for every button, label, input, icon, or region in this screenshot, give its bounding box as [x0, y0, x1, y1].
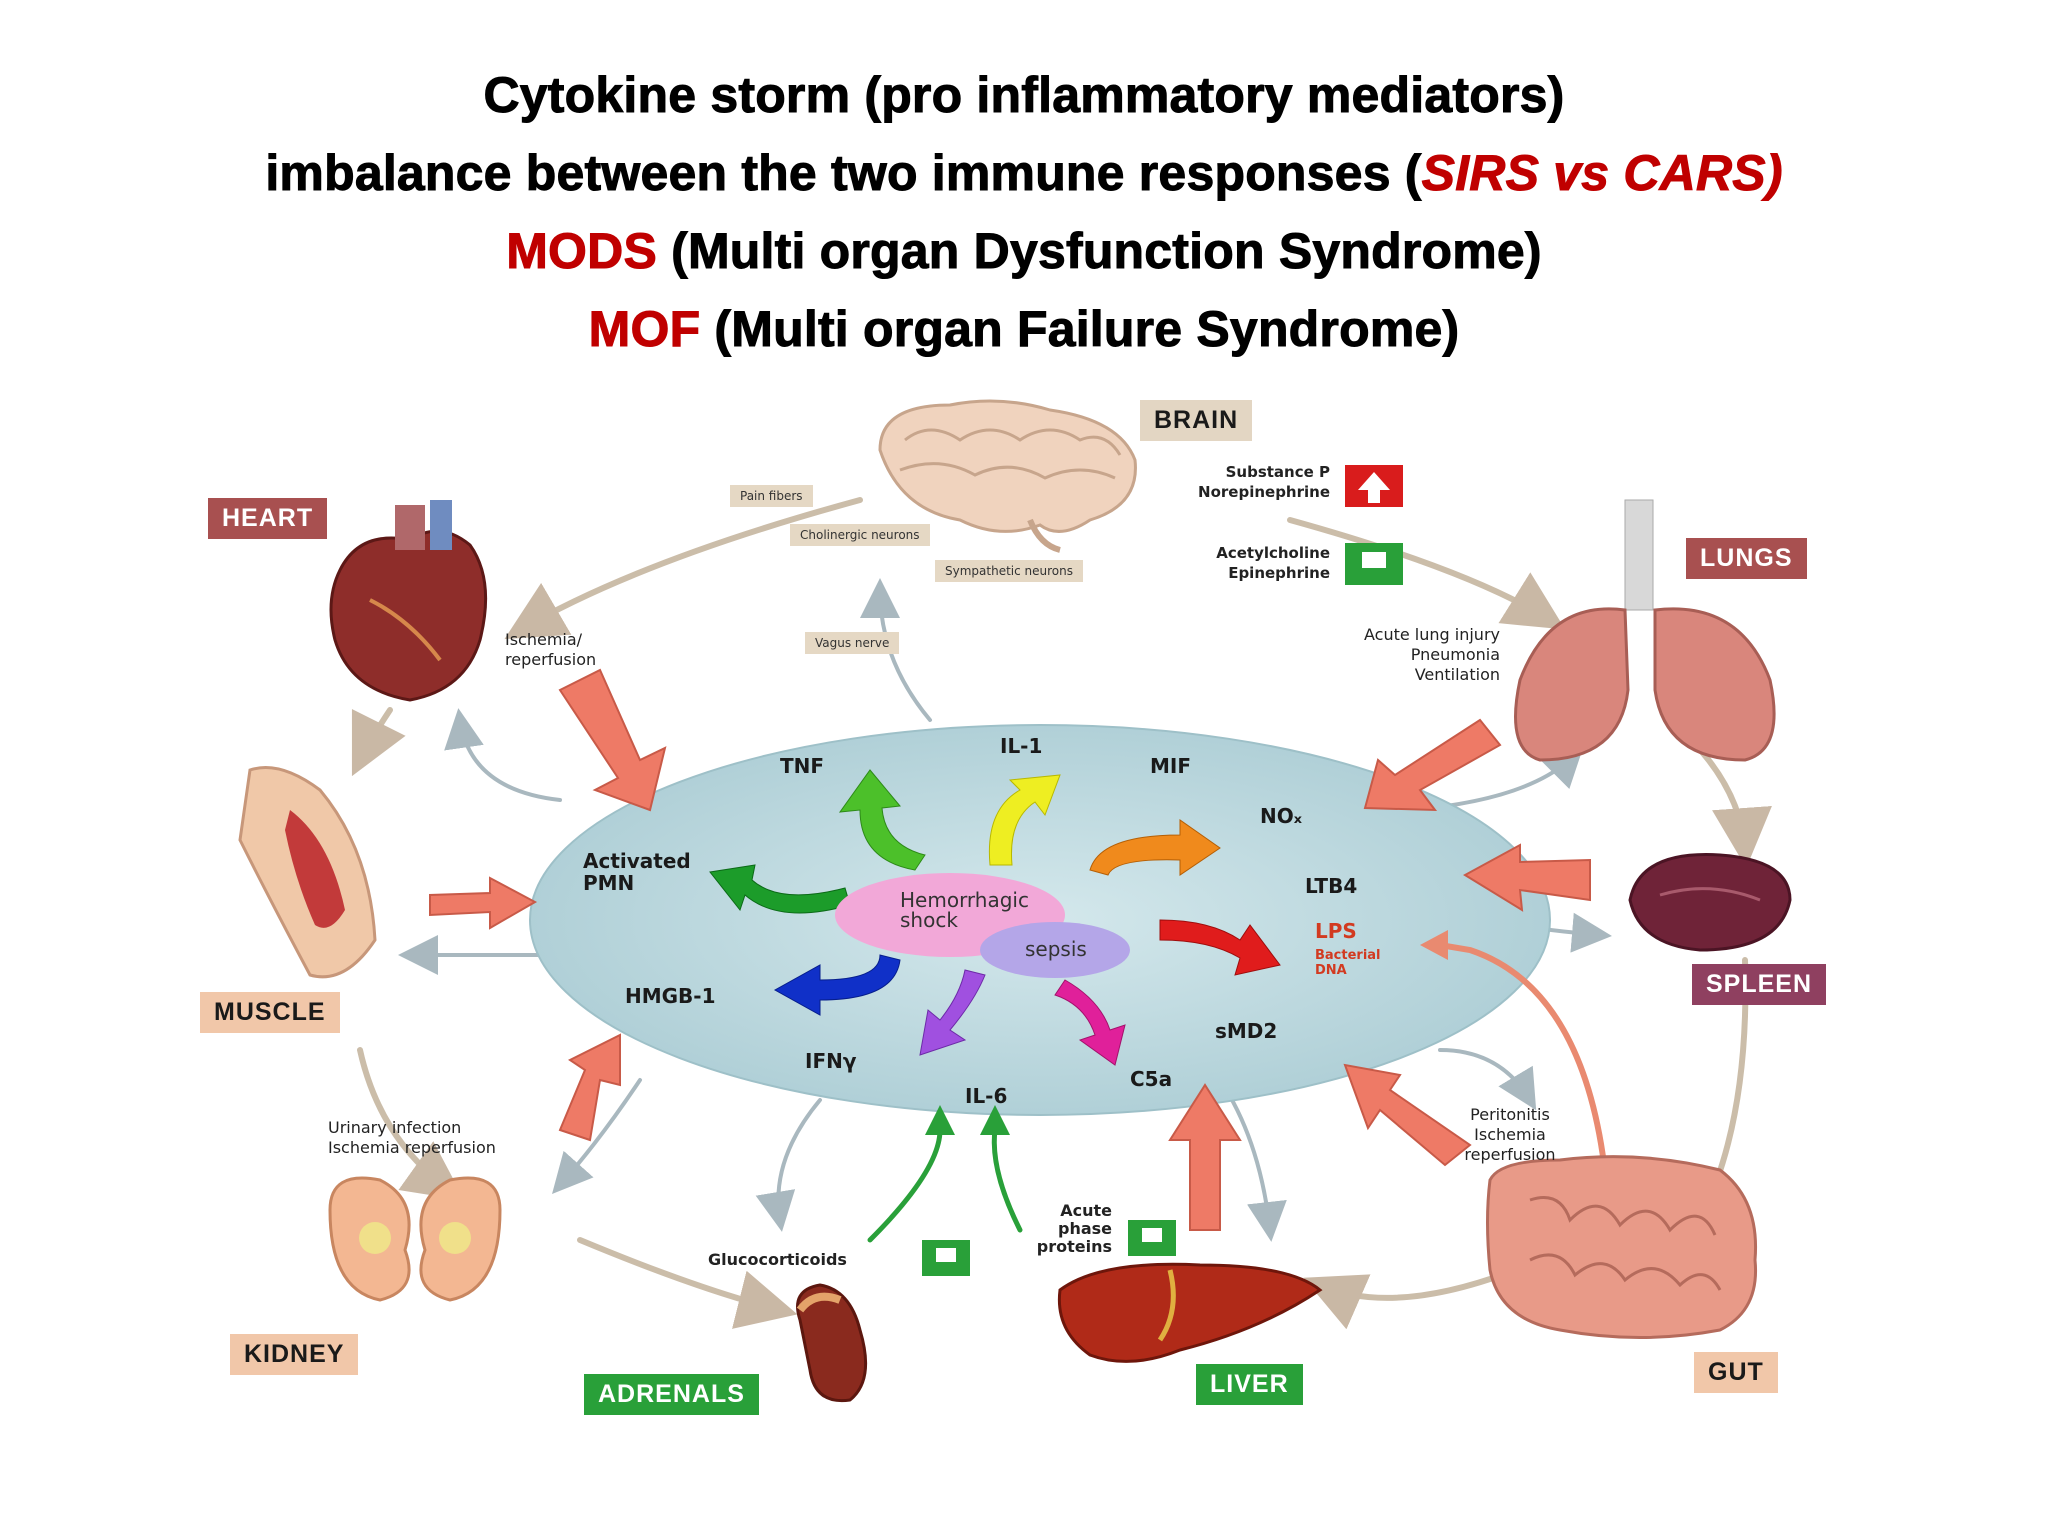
brain-signal-boxes [1345, 465, 1403, 585]
title-line-2-text: imbalance between the two immune respons… [265, 145, 1422, 202]
heart-illustration [329, 500, 488, 702]
organ-input-arrows [429, 668, 1591, 1231]
sepsis-label: sepsis [1025, 937, 1087, 961]
mif-label: MIF [1150, 754, 1192, 778]
green-arrowhead-2 [980, 1105, 1010, 1135]
kidney-illustration [328, 1176, 502, 1302]
liver-illustration [1057, 1262, 1323, 1363]
il1-label: IL-1 [1000, 734, 1043, 758]
activated-pmn-label: Activated PMN [583, 849, 691, 895]
mods-definition: (Multi organ Dysfunction Syndrome) [657, 223, 1543, 280]
ltb4-label: LTB4 [1305, 874, 1358, 898]
lps-label: LPS [1315, 919, 1357, 943]
brain-label: BRAIN [1140, 400, 1253, 441]
gut-illustration [1486, 1155, 1758, 1339]
liver-label: LIVER [1196, 1364, 1303, 1405]
title-line-4: MOF (Multi organ Failure Syndrome) [0, 290, 2048, 368]
mods-text: MODS [506, 223, 658, 280]
gut-label: GUT [1694, 1352, 1778, 1393]
title-block: Cytokine storm (pro inflammatory mediato… [0, 56, 2048, 368]
brain-down-mediators: Acetylcholine Epinephrine [1216, 544, 1330, 582]
kidney-annotation: Urinary infection Ischemia reperfusion [328, 1118, 496, 1157]
muscle-illustration [238, 766, 377, 979]
lungs-annotation: Acute lung injury Pneumonia Ventilation [1364, 625, 1500, 684]
ifn-label: IFNγ [805, 1049, 857, 1073]
lungs-illustration [1514, 499, 1776, 762]
vagus-tag: Vagus nerve [805, 632, 900, 654]
adrenals-label: ADRENALS [584, 1374, 759, 1415]
heart-label: HEART [208, 498, 328, 539]
gut-annotation: Peritonitis Ischemia reperfusion [1464, 1105, 1556, 1164]
cholinergic-tag: Cholinergic neurons [790, 524, 930, 546]
green-arrowhead-1 [925, 1105, 955, 1135]
hmgb1-label: HMGB-1 [625, 984, 716, 1008]
glucocorticoids-annotation: Glucocorticoids [708, 1250, 847, 1269]
nox-label: NOₓ [1260, 804, 1302, 828]
lps-arrowhead [1420, 930, 1448, 960]
brain-illustration [878, 399, 1137, 553]
title-line-2: imbalance between the two immune respons… [0, 134, 2048, 212]
spleen-illustration [1628, 853, 1792, 952]
mof-definition: (Multi organ Failure Syndrome) [700, 301, 1460, 358]
mof-text: MOF [588, 301, 701, 358]
hemorrhagic-shock-label: Hemorrhagic shock [900, 888, 1029, 932]
sepsis-oval [980, 922, 1130, 978]
heart-annotation: Ischemia/ reperfusion [505, 630, 597, 669]
pain-fibers-tag: Pain fibers [730, 485, 813, 507]
tnf-label: TNF [780, 754, 825, 778]
mediator-arrows [709, 769, 1281, 1066]
muscle-label: MUSCLE [200, 992, 340, 1033]
sympathetic-tag: Sympathetic neurons [935, 560, 1083, 582]
brain-up-mediators: Substance P Norepinephrine [1198, 463, 1330, 501]
c5a-label: C5a [1130, 1067, 1173, 1091]
title-line-3: MODS (Multi organ Dysfunction Syndrome) [0, 212, 2048, 290]
bacterial-dna-label: Bacterial DNA [1315, 948, 1381, 978]
smd2-label: sMD2 [1215, 1019, 1278, 1043]
title-line-1: Cytokine storm (pro inflammatory mediato… [483, 67, 1565, 124]
spleen-label: SPLEEN [1692, 964, 1827, 1005]
il6-label: IL-6 [965, 1084, 1008, 1108]
adrenal-illustration [796, 1283, 868, 1403]
kidney-label: KIDNEY [230, 1334, 359, 1375]
sirs-cars-text: SIRS vs CARS) [1421, 145, 1783, 202]
lungs-label: LUNGS [1686, 538, 1807, 579]
glucocorticoid-arrows [867, 1127, 1023, 1243]
acute-phase-annotation: Acute phase proteins [1036, 1201, 1112, 1256]
